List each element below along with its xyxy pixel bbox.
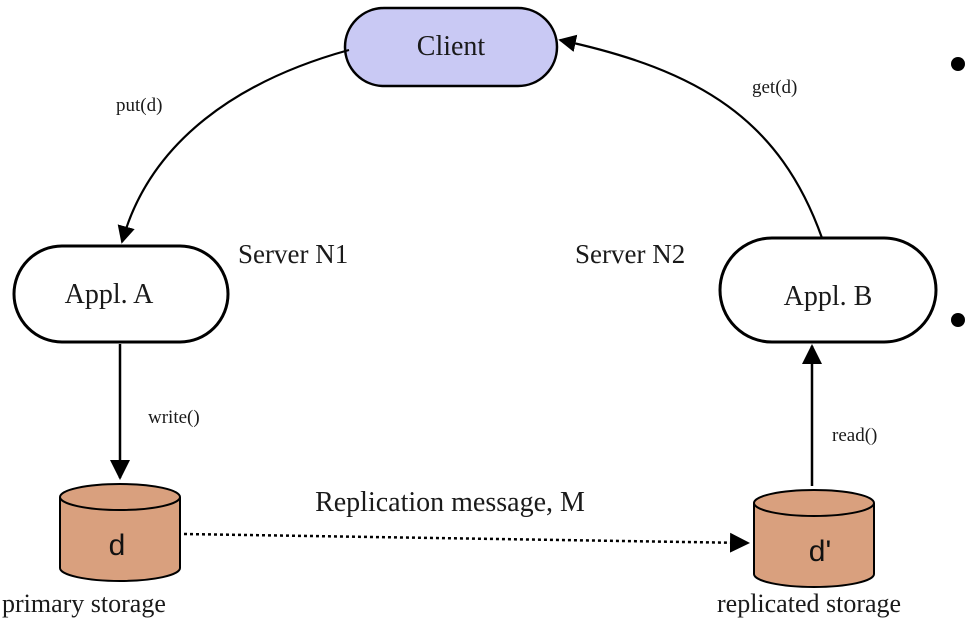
write-label: write() — [148, 407, 200, 428]
server-n2-label: Server N2 — [575, 239, 685, 269]
appl-b-label: Appl. B — [784, 281, 873, 312]
bullet-icon — [951, 313, 965, 327]
get-arrow — [558, 34, 824, 239]
appl-a-label: Appl. A — [65, 279, 154, 310]
client-node — [343, 6, 559, 88]
primary-storage-value: d — [109, 529, 126, 562]
put-label: put(d) — [116, 95, 162, 116]
read-label: read() — [832, 425, 877, 446]
replication-arrow — [183, 532, 750, 553]
replicated-storage-cylinder — [753, 489, 875, 588]
appl-b-node — [718, 236, 938, 344]
bullet-icon — [951, 57, 965, 71]
server-n1-label: Server N1 — [238, 239, 348, 269]
appl-a-node — [12, 244, 230, 344]
primary-storage-label: primary storage — [2, 589, 166, 618]
put-arrow — [117, 48, 350, 244]
replicated-storage-label: replicated storage — [717, 589, 901, 618]
primary-storage-cylinder — [59, 483, 181, 582]
replication-label: Replication message, M — [315, 487, 585, 518]
client-label: Client — [417, 31, 486, 62]
get-label: get(d) — [752, 77, 797, 98]
replicated-storage-value: d' — [809, 535, 831, 568]
